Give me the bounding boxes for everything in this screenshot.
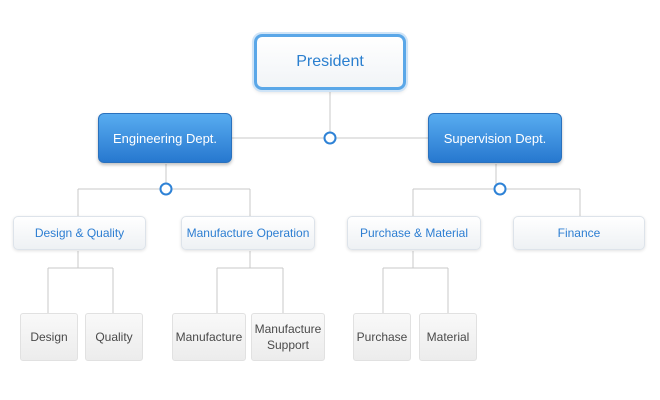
president-label: President [296,53,364,70]
engineering-dept-label: Engineering Dept. [112,130,218,146]
purchase-box: Purchase [353,313,411,361]
purchase-material-label: Purchase & Material [359,226,469,240]
design-box: Design [20,313,78,361]
purchase-material-box: Purchase & Material [347,216,481,250]
finance-label: Finance [557,226,601,240]
engineering-dept-box: Engineering Dept. [98,113,232,163]
purchase-label: Purchase [356,330,408,344]
president-box: President [254,34,406,90]
junction-node-engineering [159,182,173,196]
manufacture-operation-label: Manufacture Operation [186,226,310,240]
material-box: Material [419,313,477,361]
manufacture-operation-box: Manufacture Operation [181,216,315,250]
finance-box: Finance [513,216,645,250]
manufacture-support-label: Manufacture Support [254,322,322,352]
quality-box: Quality [85,313,143,361]
manufacture-label: Manufacture [175,330,243,344]
design-label: Design [30,330,68,344]
manufacture-box: Manufacture [172,313,246,361]
quality-label: Quality [95,330,133,344]
supervision-dept-label: Supervision Dept. [443,130,547,146]
material-label: Material [426,330,470,344]
design-quality-label: Design & Quality [34,226,125,240]
manufacture-support-box: Manufacture Support [251,313,325,361]
design-quality-box: Design & Quality [13,216,146,250]
supervision-dept-box: Supervision Dept. [428,113,562,163]
junction-node-top [323,131,337,145]
junction-node-supervision [493,182,507,196]
